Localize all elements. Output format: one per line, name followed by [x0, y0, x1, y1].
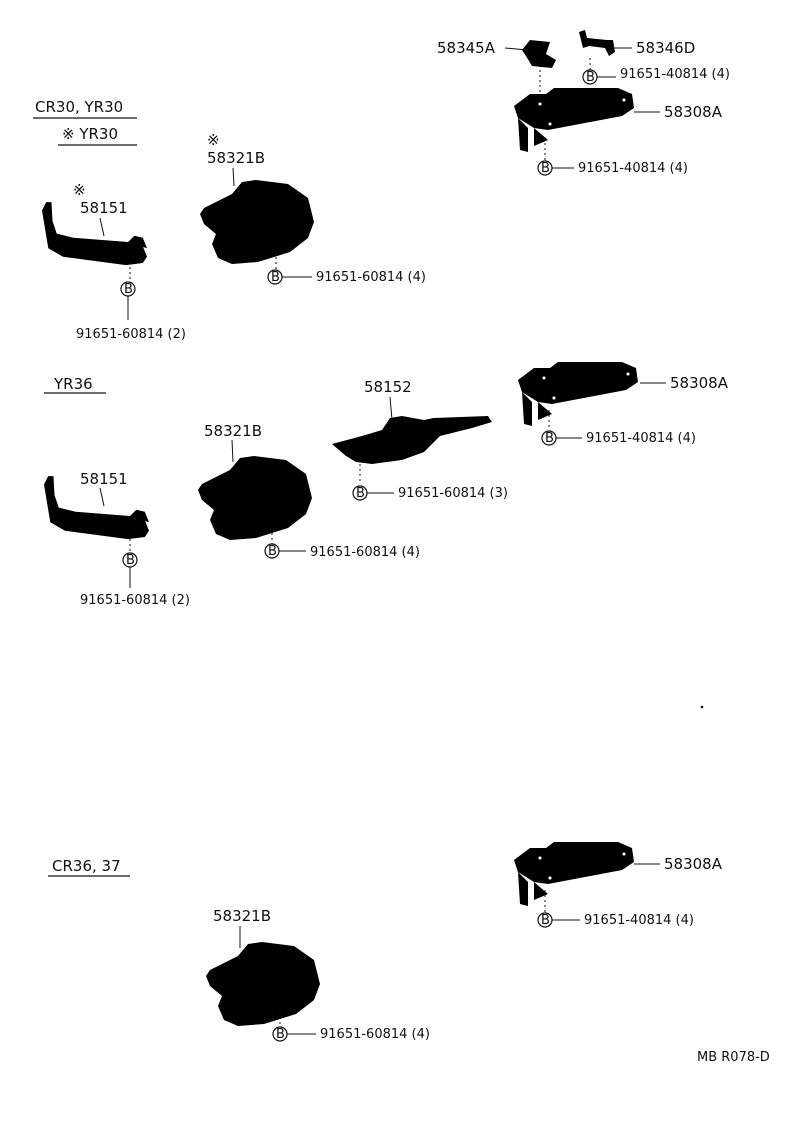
- part-number-58321b: 58321B: [207, 149, 265, 167]
- bolt-symbol-letter: B: [271, 270, 280, 285]
- star-mark-58151: ※: [73, 181, 86, 199]
- drawing-code: MB R078-D: [697, 1050, 770, 1065]
- bolt-symbol-letter: B: [356, 486, 365, 501]
- part-number-58151-yr36: 58151: [80, 470, 128, 488]
- part-number-58308a-yr36: 58308A: [670, 374, 729, 392]
- bolt-symbol-letter: B: [586, 70, 595, 85]
- section-title-yr36: YR36: [53, 375, 93, 393]
- part-number-58308a-cr36: 58308A: [664, 855, 723, 873]
- section-title-cr30-yr30: CR30, YR30: [35, 98, 123, 116]
- part-number-58321b-yr36: 58321B: [204, 422, 262, 440]
- bolt-number-58321b-yr36: 91651-60814 (4): [310, 545, 420, 560]
- part-58308a-plate: [513, 87, 635, 153]
- bolt-number-58321b-cr36: 91651-60814 (4): [320, 1027, 430, 1042]
- part-58345a-bracket: [522, 40, 556, 68]
- part-number-58346d: 58346D: [636, 39, 695, 57]
- bolt-number-58152: 91651-60814 (3): [398, 486, 508, 501]
- bolt-number-58308a-cr36: 91651-40814 (4): [584, 913, 694, 928]
- section-yr36: YR36 58151 B 91651-60814 (2) 58321B B 91…: [44, 361, 729, 608]
- bolt-number-58321b: 91651-60814 (4): [316, 270, 426, 285]
- bolt-number-58308a: 91651-40814 (4): [578, 161, 688, 176]
- bolt-symbol-letter: B: [124, 282, 133, 297]
- bolt-number-58308a-yr36: 91651-40814 (4): [586, 431, 696, 446]
- bolt-symbol-letter: B: [541, 913, 550, 928]
- bolt-symbol-letter: B: [268, 544, 277, 559]
- section-cr30-yr30: CR30, YR30 ※ YR30 ※ 58151 B 91651-60814 …: [33, 30, 730, 342]
- part-58321b-insulator-cr36: [206, 942, 320, 1026]
- bolt-symbol-letter: B: [126, 553, 135, 568]
- part-number-58321b-cr36: 58321B: [213, 907, 271, 925]
- bolt-number-58151-yr36: 91651-60814 (2): [80, 593, 190, 608]
- part-58321b-insulator: [200, 180, 314, 264]
- section-subtitle-yr30: ※ YR30: [62, 125, 118, 143]
- part-number-58151: 58151: [80, 199, 128, 217]
- part-58346d-bracket: [579, 30, 615, 56]
- stray-mark: [700, 705, 704, 709]
- part-number-58152: 58152: [364, 378, 412, 396]
- part-58308a-plate-yr36: [517, 361, 639, 427]
- bolt-symbol-letter: B: [276, 1027, 285, 1042]
- bolt-number-58346d: 91651-40814 (4): [620, 67, 730, 82]
- bolt-symbol-letter: B: [545, 431, 554, 446]
- part-58152-insulator: [332, 416, 492, 464]
- part-number-58308a: 58308A: [664, 103, 723, 121]
- star-mark-58321b: ※: [207, 131, 220, 149]
- section-title-cr36-37: CR36, 37: [52, 857, 121, 875]
- part-58308a-plate-cr36: [513, 841, 635, 907]
- bolt-number-58151: 91651-60814 (2): [76, 327, 186, 342]
- bolt-symbol-letter: B: [541, 161, 550, 176]
- section-cr36-37: CR36, 37 58308A B 91651-40814 (4) 58321B…: [48, 841, 723, 1042]
- part-58321b-insulator-yr36: [198, 456, 312, 540]
- part-number-58345a: 58345A: [437, 39, 496, 57]
